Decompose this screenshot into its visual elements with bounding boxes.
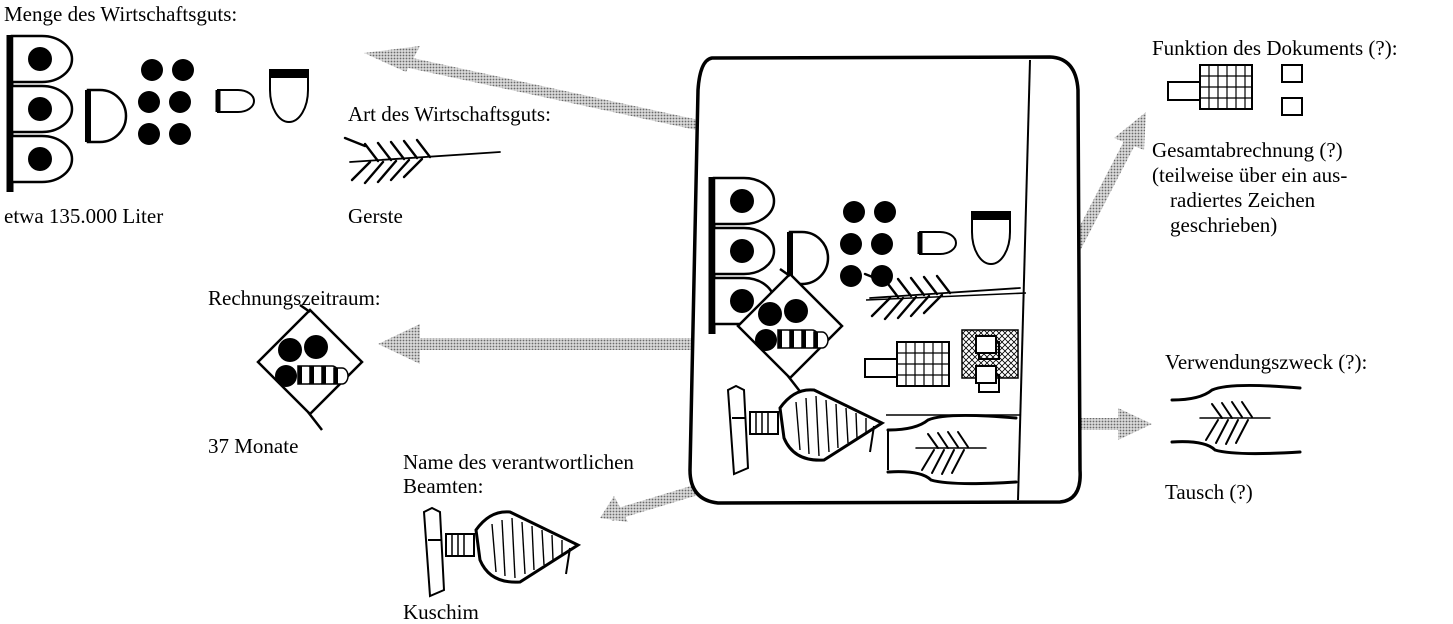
barley-sign-icon (343, 136, 502, 185)
function-value-line1: Gesamtabrechnung (?) (1152, 138, 1343, 162)
period-title: Rechnungszeitraum: (208, 286, 381, 310)
purpose-value: Tausch (?) (1165, 480, 1253, 504)
function-sign-icon (1167, 64, 1303, 116)
official-name-icon (422, 506, 580, 598)
official-title-line2: Beamten: (403, 474, 484, 498)
period-sign-icon (256, 303, 364, 432)
function-value-line2: (teilweise über ein aus- (1152, 163, 1348, 187)
function-value-line4: geschrieben) (1170, 213, 1278, 237)
quantity-value: etwa 135.000 Liter (4, 204, 164, 228)
kind-value: Gerste (348, 204, 403, 228)
official-title-line1: Name des verantwortlichen (403, 450, 634, 474)
arrow-period (378, 324, 722, 364)
tablet-exchange-icon (886, 413, 1018, 486)
purpose-title: Verwendungszweck (?): (1165, 350, 1368, 374)
quantity-title: Menge des Wirtschaftsguts: (4, 2, 238, 26)
kind-title: Art des Wirtschaftsguts: (348, 102, 551, 126)
quantity-numerals-icon (10, 35, 308, 192)
tablet-function-icon (864, 329, 1019, 393)
function-value-line3: radiertes Zeichen (1170, 188, 1316, 212)
function-title: Funktion des Dokuments (?): (1152, 36, 1398, 60)
period-value: 37 Monate (208, 434, 299, 458)
official-value: Kuschim (403, 600, 479, 624)
exchange-sign-icon (1170, 383, 1302, 456)
